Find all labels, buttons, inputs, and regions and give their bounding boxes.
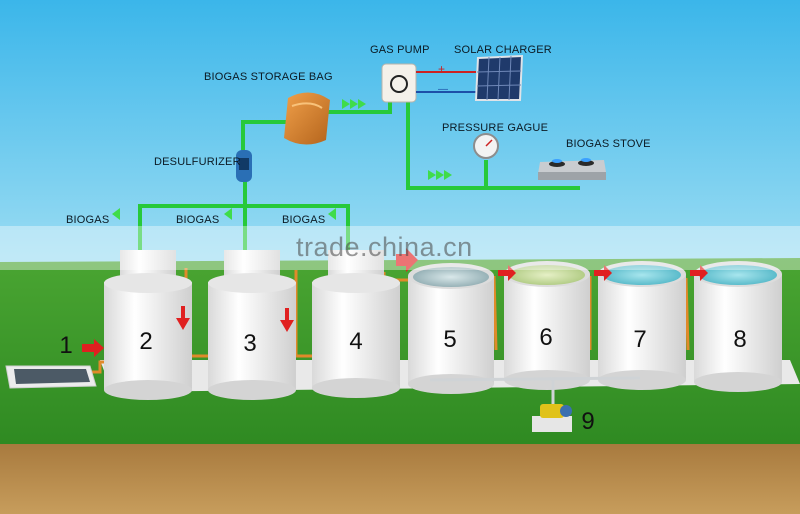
label-biogas-2: BIOGAS bbox=[176, 214, 220, 226]
label-pressure-gauge: PRESSURE GAGUE bbox=[442, 122, 549, 134]
stage-number-8: 8 bbox=[733, 326, 747, 353]
gas-flow-chevrons bbox=[112, 99, 452, 220]
label-desulfurizer: DESULFURIZER bbox=[154, 156, 241, 168]
solar-panel bbox=[474, 54, 524, 101]
label-biogas-storage-bag: BIOGAS STORAGE BAG bbox=[204, 71, 333, 83]
tank-3 bbox=[208, 250, 296, 400]
biogas-storage-bag bbox=[284, 92, 330, 145]
stage-number-1: 1 bbox=[59, 332, 73, 359]
tank-8 bbox=[694, 261, 782, 392]
label-biogas-1: BIOGAS bbox=[66, 214, 110, 226]
inlet-basin bbox=[5, 365, 97, 389]
stage-number-3: 3 bbox=[243, 330, 257, 357]
watermark-band: trade.china.cn bbox=[0, 226, 800, 270]
label-solar-charger: SOLAR CHARGER bbox=[454, 44, 552, 56]
stage-number-9: 9 bbox=[581, 408, 595, 435]
biogas-stove-unit bbox=[538, 158, 606, 180]
desulfurizer-unit bbox=[236, 150, 252, 182]
tank-2 bbox=[104, 250, 192, 400]
pressure-gauge-dial bbox=[473, 133, 499, 159]
stage-number-6: 6 bbox=[539, 324, 553, 351]
flow-arrows bbox=[82, 248, 708, 357]
tank-5 bbox=[408, 263, 494, 394]
label-biogas-3: BIOGAS bbox=[282, 214, 326, 226]
tank-4 bbox=[312, 250, 400, 398]
label-biogas-stove: BIOGAS STOVE bbox=[566, 138, 651, 150]
stage-number-4: 4 bbox=[349, 328, 363, 355]
tank-6 bbox=[504, 261, 590, 390]
label-plus: + bbox=[438, 62, 446, 76]
aeration-pipes bbox=[429, 376, 641, 408]
label-gas-pump: GAS PUMP bbox=[370, 44, 430, 56]
watermark-text: trade.china.cn bbox=[296, 232, 473, 262]
stage-number-5: 5 bbox=[443, 326, 457, 353]
stage-number-2: 2 bbox=[139, 328, 153, 355]
stage-number-7: 7 bbox=[633, 326, 647, 353]
gas-pump-unit bbox=[381, 63, 476, 103]
soil-layer bbox=[0, 444, 800, 514]
tank-7 bbox=[598, 261, 686, 390]
label-minus: — bbox=[438, 84, 449, 95]
water-pump bbox=[532, 404, 572, 432]
